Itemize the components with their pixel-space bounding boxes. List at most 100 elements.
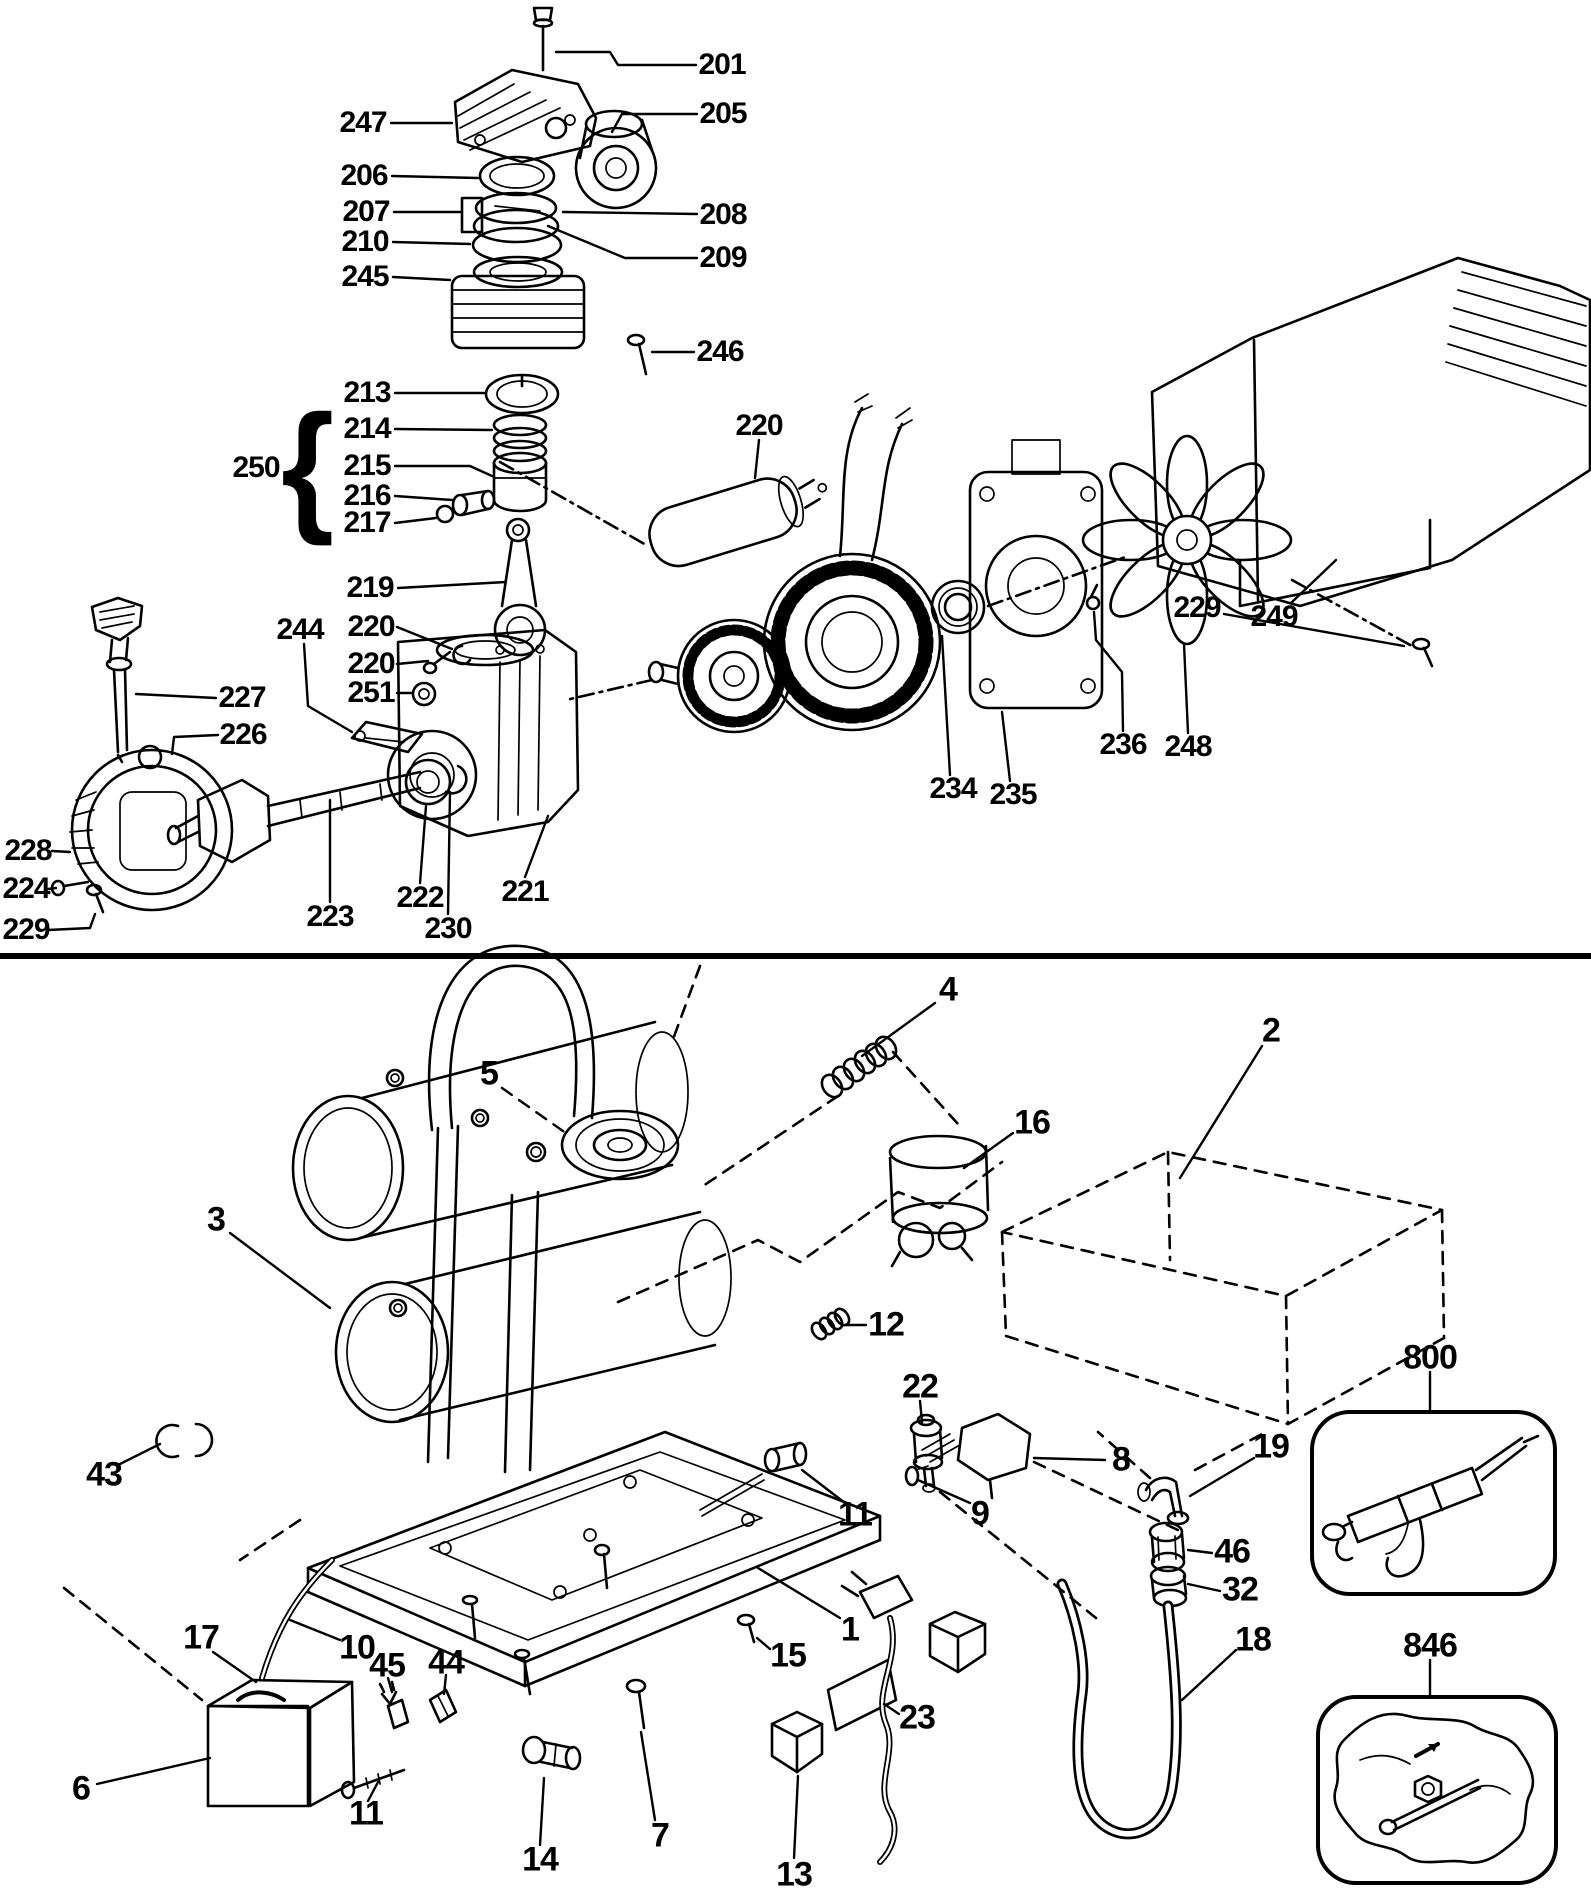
rubber-foot-13 bbox=[770, 1710, 824, 1774]
motor-rotor bbox=[647, 618, 792, 734]
head-gasket-206 bbox=[478, 155, 556, 197]
leader-226 bbox=[170, 733, 220, 756]
leader-221 bbox=[523, 814, 550, 879]
callout-22: 22 bbox=[902, 1367, 939, 1406]
callout-9: 9 bbox=[971, 1494, 990, 1533]
callout-3: 3 bbox=[207, 1200, 226, 1239]
circlip-230 bbox=[444, 764, 468, 795]
callout-246: 246 bbox=[696, 335, 744, 368]
leader-14 bbox=[538, 1776, 546, 1847]
belt-guard-shroud-249 bbox=[1150, 256, 1591, 608]
elbow-fitting-19 bbox=[1137, 1476, 1190, 1526]
leader-9 bbox=[916, 1478, 972, 1505]
head-bolt-201 bbox=[532, 6, 554, 72]
name-plate-23 bbox=[826, 1658, 898, 1732]
callout-206: 206 bbox=[340, 159, 388, 192]
shaft-key-244 bbox=[350, 720, 424, 754]
callout-235: 235 bbox=[989, 778, 1037, 811]
callout-245: 245 bbox=[341, 260, 389, 293]
leader-248 bbox=[1182, 642, 1190, 735]
callout-220: 220 bbox=[735, 409, 783, 442]
leader-216 bbox=[393, 494, 454, 502]
blow-gun-icon bbox=[1321, 1434, 1540, 1578]
leader-227 bbox=[134, 692, 218, 700]
callout-215: 215 bbox=[343, 449, 391, 482]
callout-46: 46 bbox=[1214, 1532, 1251, 1571]
bearing-234 bbox=[930, 579, 986, 635]
leader-222 bbox=[418, 804, 428, 885]
callout-5: 5 bbox=[480, 1054, 499, 1093]
callout-2: 2 bbox=[1262, 1011, 1281, 1050]
screw-11-left bbox=[340, 1768, 406, 1800]
leader-244 bbox=[302, 642, 354, 734]
leader-249 bbox=[1289, 558, 1338, 605]
callout-44: 44 bbox=[428, 1643, 465, 1682]
wrist-pin-216 bbox=[451, 489, 496, 517]
callout-226: 226 bbox=[219, 718, 267, 751]
callout-14: 14 bbox=[522, 1840, 559, 1879]
piston-rings-214 bbox=[492, 413, 548, 463]
nut-251 bbox=[411, 681, 437, 707]
callout-6: 6 bbox=[72, 1769, 91, 1808]
callout-19: 19 bbox=[1253, 1427, 1290, 1466]
callout-210: 210 bbox=[341, 225, 389, 258]
callout-227: 227 bbox=[218, 681, 266, 714]
clamp-plate-213 bbox=[484, 373, 560, 415]
callout-209: 209 bbox=[699, 241, 747, 274]
pump-bracket-235 bbox=[968, 439, 1104, 710]
callout-219: 219 bbox=[346, 571, 394, 604]
callout-43: 43 bbox=[86, 1455, 123, 1494]
leader-lines bbox=[46, 50, 1432, 1860]
leader-209 bbox=[546, 224, 699, 260]
leader-19 bbox=[1188, 1456, 1256, 1498]
callout-229: 229 bbox=[1173, 591, 1221, 624]
hardware-bag-icon bbox=[1333, 1712, 1535, 1864]
leader-210 bbox=[391, 240, 472, 246]
callout-11: 11 bbox=[349, 1794, 384, 1833]
callout-45: 45 bbox=[369, 1646, 406, 1685]
callout-251: 251 bbox=[347, 676, 395, 709]
leader-229 bbox=[46, 912, 97, 932]
ghost-shroud-2 bbox=[1000, 1150, 1446, 1426]
callout-222: 222 bbox=[396, 881, 444, 914]
plug-fitting-11 bbox=[699, 1441, 808, 1517]
hose-fitting-46 bbox=[1148, 1521, 1186, 1573]
leader-228 bbox=[50, 849, 72, 854]
fan-248 bbox=[1081, 434, 1293, 646]
leader-15 bbox=[755, 1636, 772, 1651]
twin-tank-3 bbox=[291, 1020, 732, 1424]
callout-7: 7 bbox=[651, 1816, 670, 1855]
oil-dipstick-227 bbox=[90, 596, 144, 764]
leader-23 bbox=[882, 1702, 901, 1716]
callout-217: 217 bbox=[343, 506, 391, 539]
leader-1 bbox=[756, 1566, 842, 1620]
leader-13 bbox=[792, 1774, 800, 1860]
leader-205 bbox=[610, 112, 699, 134]
screw-229-left bbox=[85, 883, 105, 914]
carry-handle bbox=[426, 944, 596, 1474]
leader-10 bbox=[288, 1618, 342, 1642]
callout-16: 16 bbox=[1014, 1103, 1051, 1142]
leader-234 bbox=[940, 634, 952, 777]
callout-221: 221 bbox=[501, 875, 549, 908]
callout-12: 12 bbox=[868, 1305, 905, 1344]
spring-4 bbox=[820, 1035, 898, 1099]
callout-1: 1 bbox=[841, 1610, 860, 1649]
base-bolts bbox=[461, 1594, 532, 1696]
construction-lines-bottom bbox=[62, 964, 1264, 1702]
callout-229: 229 bbox=[2, 913, 50, 946]
callout-15: 15 bbox=[770, 1636, 807, 1675]
callout-846: 846 bbox=[1403, 1626, 1458, 1665]
callout-4: 4 bbox=[939, 970, 958, 1009]
leader-22 bbox=[918, 1399, 924, 1424]
leader-220 bbox=[753, 438, 761, 480]
callout-250: 250 bbox=[232, 451, 280, 484]
leader-236 bbox=[1092, 610, 1125, 733]
retainer-ring-217 bbox=[435, 504, 455, 524]
drain-valve-8 bbox=[921, 1412, 1032, 1500]
valve-ring-stack-208-209-210 bbox=[471, 191, 563, 264]
fitting-9 bbox=[904, 1465, 929, 1487]
callout-234: 234 bbox=[929, 772, 977, 805]
callout-32: 32 bbox=[1222, 1570, 1259, 1609]
check-valve-16 bbox=[888, 1134, 990, 1268]
